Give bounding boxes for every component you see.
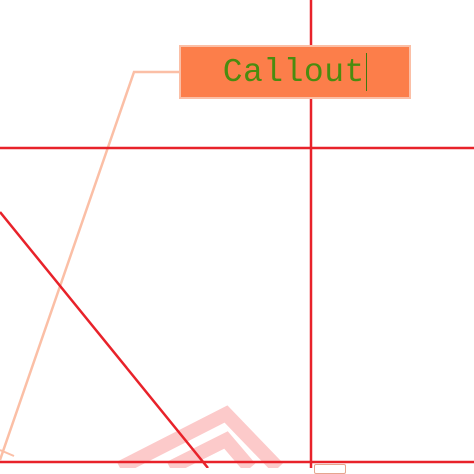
callout-box[interactable]: Callout <box>179 45 411 99</box>
callout-text[interactable]: Callout <box>222 53 365 91</box>
resize-handle[interactable] <box>314 464 346 474</box>
callout-leader-line[interactable] <box>0 70 179 461</box>
callout-leader-tip <box>0 449 15 457</box>
watermark-shape <box>116 405 284 468</box>
text-cursor <box>365 53 368 91</box>
diagonal-guide-line[interactable] <box>0 211 209 468</box>
